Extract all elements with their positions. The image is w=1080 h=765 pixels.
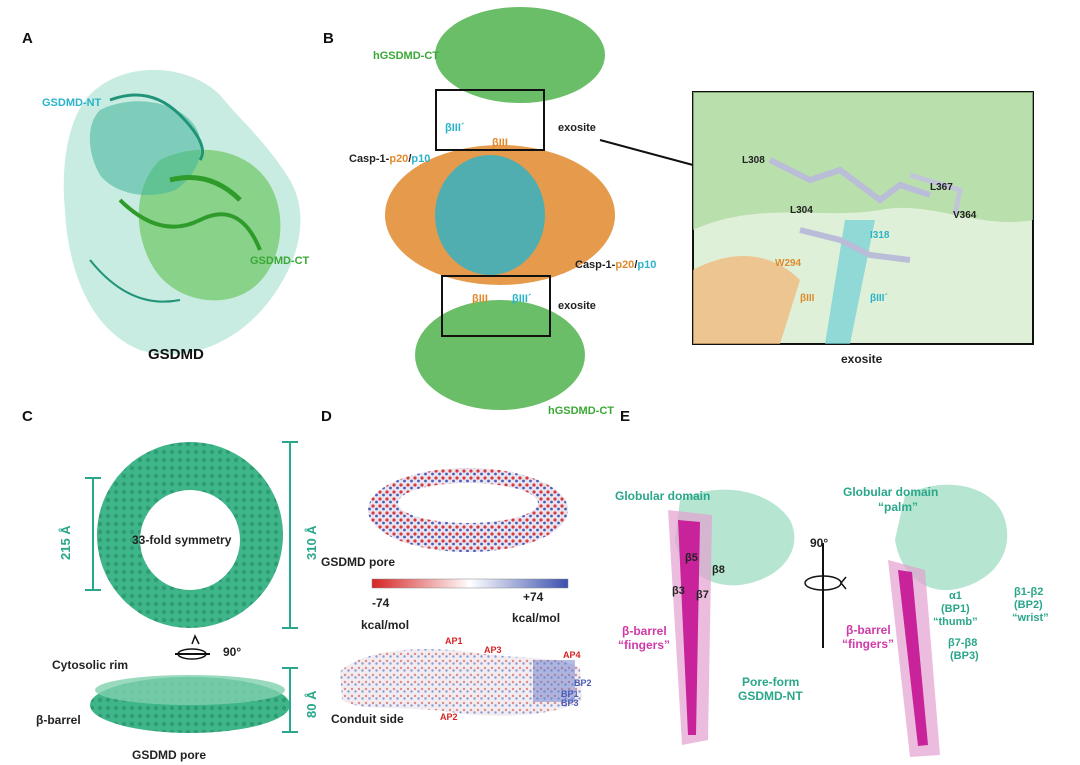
- conduit-side-label: Conduit side: [331, 712, 404, 726]
- bp2-label-e: (BP2): [1014, 599, 1043, 611]
- bp1-label-e: (BP1): [941, 603, 970, 615]
- pore-form-label: Pore-form: [742, 675, 800, 689]
- fingers-right-label: “fingers”: [842, 637, 895, 651]
- alpha1-label: α1: [949, 590, 962, 602]
- panel-c-caption: GSDMD pore: [132, 748, 207, 762]
- wrist-label: “wrist”: [1012, 612, 1049, 624]
- pore-form-nt-art: [668, 484, 1008, 757]
- zoom-beta3-label: βIII: [800, 293, 815, 304]
- thumb-label: “thumb”: [933, 616, 978, 628]
- electrostatic-pore-art: [340, 468, 582, 716]
- zoom-beta3-prime-label: βIII´: [870, 293, 888, 304]
- caspase-complex-art: [385, 7, 694, 410]
- panel-a-caption: GSDMD: [148, 346, 204, 363]
- panel-letter-d: D: [321, 408, 332, 425]
- panel-letter-e: E: [620, 408, 631, 425]
- exosite-zoom-art: [692, 91, 1034, 345]
- ap1-label: AP1: [445, 636, 463, 646]
- beta7-beta8-label: β7-β8: [948, 637, 978, 649]
- panel-letter-b: B: [323, 30, 334, 47]
- barrel-left-label: β-barrel: [622, 624, 667, 638]
- hgsdmd-ct-bottom-label: hGSDMD-CT: [548, 405, 614, 417]
- pore-form-nt-label: GSDMD-NT: [738, 689, 803, 703]
- scale-unit-max-label: kcal/mol: [512, 611, 561, 625]
- scale-min-label: -74: [372, 596, 390, 610]
- beta-barrel-label: β-barrel: [36, 713, 81, 727]
- bp1-label: BP1: [561, 689, 579, 699]
- casp-bottom-label: Casp-1-p20/p10: [575, 259, 657, 271]
- scale-unit-min-label: kcal/mol: [361, 618, 410, 632]
- beta1-beta2-label: β1-β2: [1014, 586, 1044, 598]
- ap2-label: AP2: [440, 712, 458, 722]
- bp3-label: BP3: [561, 698, 579, 708]
- rotation-label-c: 90°: [223, 645, 242, 659]
- palm-label: “palm”: [878, 500, 919, 514]
- outer-diameter-label: 310 Å: [304, 525, 319, 560]
- scale-max-label: +74: [523, 590, 544, 604]
- gsdmd-ct-label: GSDMD-CT: [250, 255, 310, 267]
- residue-v364: V364: [953, 210, 977, 221]
- pore-ring-art: [85, 441, 298, 733]
- electrostatic-pore-label: GSDMD pore: [321, 555, 396, 569]
- inner-diameter-label: 215 Å: [58, 525, 73, 560]
- beta3-prime-top-label: βIII´: [445, 122, 465, 134]
- fingers-left-label: “fingers”: [618, 638, 671, 652]
- beta3-label: β3: [672, 585, 685, 597]
- globular-domain-left-label: Globular domain: [615, 489, 711, 503]
- globular-domain-right-label: Globular domain: [843, 485, 939, 499]
- height-label: 80 Å: [304, 690, 319, 718]
- exosite-top-label: exosite: [558, 122, 596, 134]
- residue-w294: W294: [775, 258, 802, 269]
- panel-letter-c: C: [22, 408, 33, 425]
- beta8-label: β8: [712, 564, 725, 576]
- symmetry-label: 33-fold symmetry: [132, 533, 232, 547]
- bp3-label-e: (BP3): [950, 650, 979, 662]
- exosite-bottom-label: exosite: [558, 300, 596, 312]
- ap3-label: AP3: [484, 645, 502, 655]
- beta7-label: β7: [696, 589, 709, 601]
- barrel-right-label: β-barrel: [846, 623, 891, 637]
- residue-l308: L308: [742, 155, 765, 166]
- beta3-top-label: βIII: [492, 137, 508, 149]
- beta5-label: β5: [685, 552, 698, 564]
- ap4-label: AP4: [563, 650, 581, 660]
- bp2-label: BP2: [574, 678, 592, 688]
- cytosolic-rim-label: Cytosolic rim: [52, 658, 129, 672]
- casp-top-label: Casp-1-p20/p10: [349, 153, 431, 165]
- residue-l304: L304: [790, 205, 813, 216]
- residue-l367: L367: [930, 182, 953, 193]
- hgsdmd-ct-top-label: hGSDMD-CT: [373, 50, 439, 62]
- residue-i318: I318: [870, 230, 890, 241]
- beta3-prime-bottom-label: βIII´: [512, 293, 532, 305]
- panel-letter-a: A: [22, 30, 33, 47]
- beta3-bottom-label: βIII: [472, 293, 488, 305]
- zoom-caption: exosite: [841, 352, 883, 366]
- rotation-label-e: 90°: [810, 536, 829, 550]
- gsdmd-structure-art: [63, 69, 301, 355]
- gsdmd-nt-label: GSDMD-NT: [42, 97, 102, 109]
